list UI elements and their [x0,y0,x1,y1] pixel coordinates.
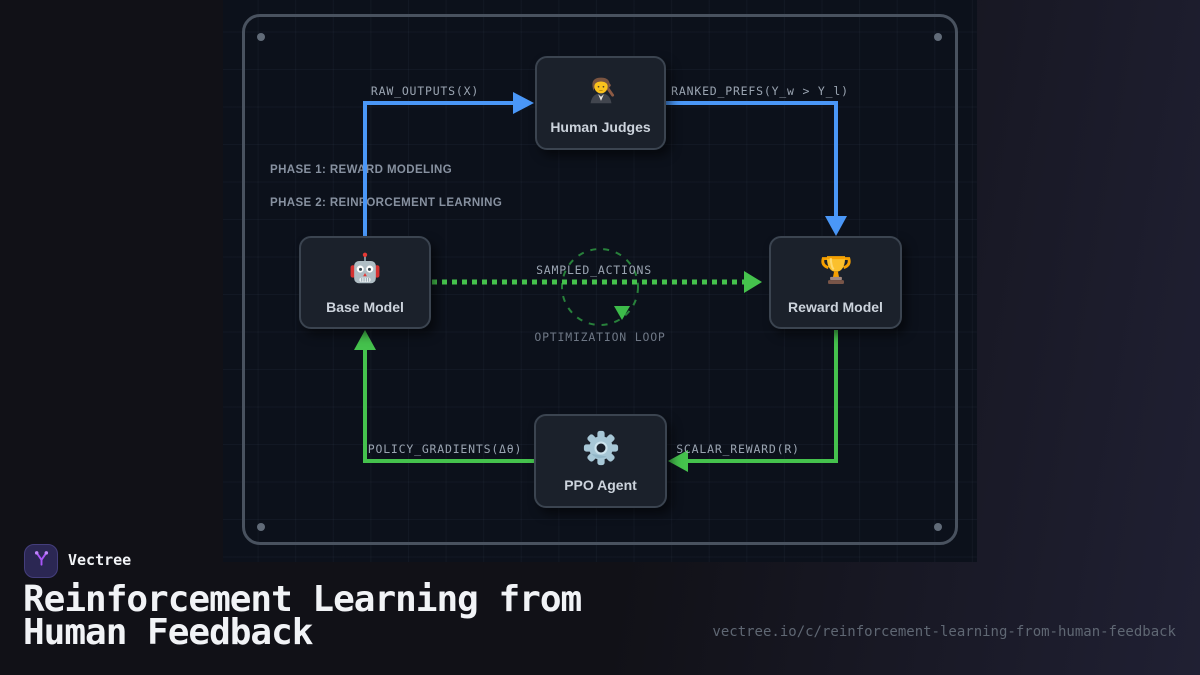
optimization-loop-label: OPTIMIZATION LOOP [534,330,666,344]
edge-label-sampled-actions: SAMPLED_ACTIONS [536,263,652,277]
judge-icon [582,71,620,114]
edge-label-ranked-prefs: RANKED_PREFS(Y_w > Y_l) [671,84,849,98]
edge-label-raw-outputs: RAW_OUTPUTS(X) [370,84,480,98]
footer-url: vectree.io/c/reinforcement-learning-from… [712,624,1176,640]
edge-label-policy-gradients: POLICY_GRADIENTS(Δθ) [367,442,523,456]
gear-icon [582,429,620,472]
frame-screw-bottom-left [257,523,265,531]
page-title: Reinforcement Learning from Human Feedba… [23,579,582,653]
phase-1-label: PHASE 1: REWARD MODELING [270,164,453,176]
node-human-judges: Human Judges [535,56,666,150]
brand-logo [24,544,58,578]
node-reward-model-label: Reward Model [788,298,883,315]
frame-screw-bottom-right [934,523,942,531]
brand-name: Vectree [68,551,132,569]
frame-screw-top-left [257,33,265,41]
frame-screw-top-right [934,33,942,41]
node-ppo-agent: PPO Agent [534,414,667,508]
phase-2-label: PHASE 2: REINFORCEMENT LEARNING [270,197,503,209]
node-base-model-label: Base Model [326,298,404,315]
trophy-icon [817,251,855,294]
diagram-frame [242,14,958,545]
node-base-model: Base Model [299,236,431,329]
vectree-branch-icon [31,548,52,574]
node-human-judges-label: Human Judges [550,119,651,135]
robot-icon [346,251,384,294]
node-reward-model: Reward Model [769,236,902,329]
node-ppo-agent-label: PPO Agent [564,477,637,493]
edge-label-scalar-reward: SCALAR_REWARD(R) [676,442,800,456]
phase-divider [263,187,937,189]
